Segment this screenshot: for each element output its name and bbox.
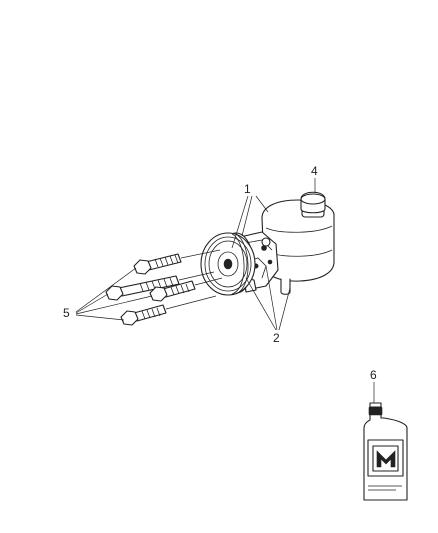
callout-6: 6 — [370, 368, 377, 382]
leader-lines — [75, 178, 375, 404]
callout-4: 4 — [311, 164, 318, 178]
mopar-logo-icon — [376, 450, 396, 468]
fluid-reservoir — [261, 191, 335, 295]
mounting-bolt — [149, 280, 196, 302]
mounting-bolt — [120, 304, 167, 326]
bolt-center-lines — [165, 249, 223, 310]
pump-pulley — [200, 232, 256, 296]
callout-2: 2 — [273, 331, 280, 345]
callout-5: 5 — [63, 306, 70, 320]
callout-1: 1 — [244, 182, 251, 196]
mounting-bolt — [133, 253, 182, 275]
mounting-bolt — [105, 275, 180, 301]
fluid-bottle — [363, 402, 408, 501]
